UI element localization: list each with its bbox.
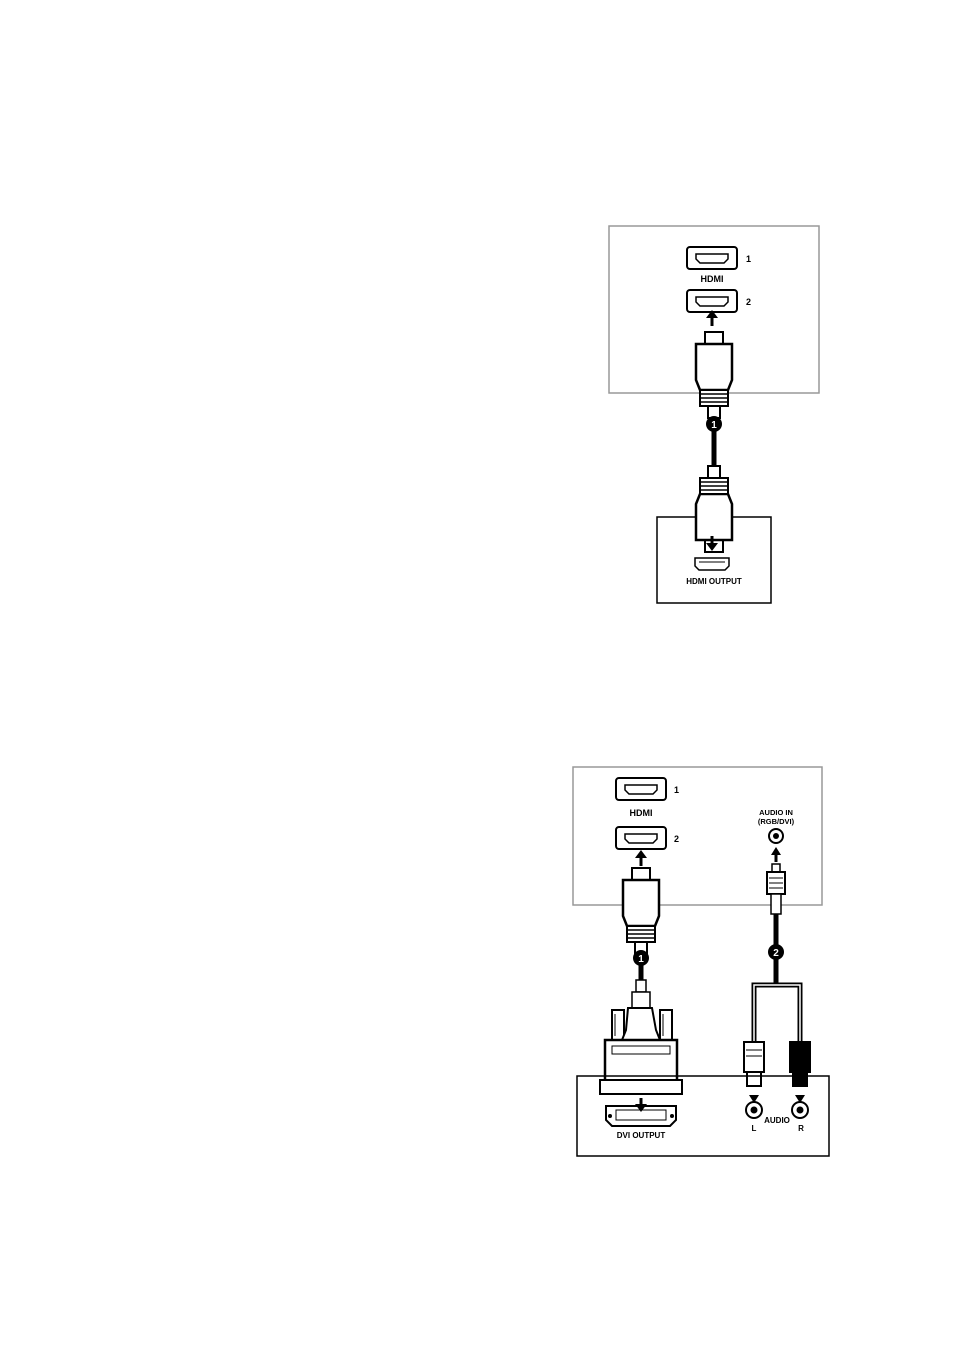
hdmi-port-1-icon <box>616 778 666 800</box>
cable-marker-1-number: 1 <box>638 954 644 965</box>
audio-in-sub-label: (RGB/DVI) <box>758 817 795 826</box>
hdmi-output-label: HDMI OUTPUT <box>686 577 742 586</box>
audio-left-label: L <box>752 1124 757 1133</box>
hdmi-port-1-number: 1 <box>674 785 679 795</box>
dvi-plug-strain-relief <box>636 980 646 992</box>
dvi-plug-icon <box>600 1008 682 1094</box>
hdmi-label: HDMI <box>701 274 724 284</box>
audio-in-label: AUDIO IN <box>759 808 793 817</box>
hdmi-port-2-number: 2 <box>674 834 679 844</box>
rca-plug-right-icon <box>790 1042 810 1086</box>
rca-plug-left-icon <box>744 1042 764 1086</box>
hdmi-port-2-icon <box>687 290 737 312</box>
diagram-1-hdmi-to-hdmi: 1 HDMI 2 1 HDMI OUTPUT <box>609 226 819 603</box>
audio-in-jack-icon <box>769 829 783 843</box>
audio-cable <box>754 914 800 1042</box>
hdmi-port-2-icon <box>616 827 666 849</box>
hdmi-output-port-icon <box>695 558 729 570</box>
hdmi-port-1-number: 1 <box>746 254 751 264</box>
audio-label: AUDIO <box>764 1116 790 1125</box>
hdmi-plug-icon <box>696 466 732 552</box>
cable-marker-2-number: 2 <box>773 948 779 959</box>
audio-plug-icon <box>767 864 785 914</box>
hdmi-label: HDMI <box>630 808 653 818</box>
audio-jack-right-icon <box>792 1102 808 1118</box>
dvi-output-label: DVI OUTPUT <box>617 1131 666 1140</box>
cable-marker-1-number: 1 <box>711 420 717 431</box>
hdmi-plug-icon <box>623 868 659 954</box>
hdmi-port-1-icon <box>687 247 737 269</box>
audio-jack-left-icon <box>746 1102 762 1118</box>
audio-right-label: R <box>798 1124 804 1133</box>
hdmi-plug-icon <box>696 332 732 418</box>
hdmi-port-2-number: 2 <box>746 297 751 307</box>
dvi-plug-neck <box>632 992 650 1008</box>
diagram-2-dvi-to-hdmi: 1 HDMI 2 AUDIO IN (RGB/DVI) 1 <box>573 767 829 1156</box>
